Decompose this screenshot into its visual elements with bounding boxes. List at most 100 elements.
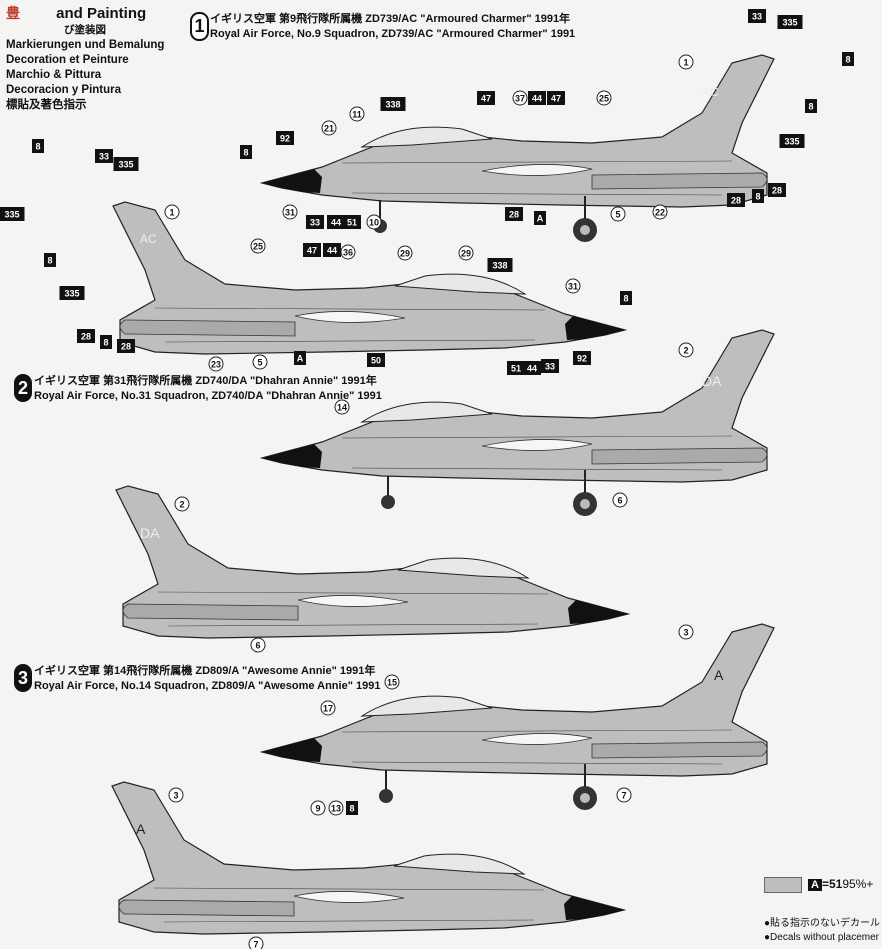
header-title: and Painting — [56, 5, 147, 22]
callout-label: 28 — [772, 186, 782, 196]
scheme-3-en: Royal Air Force, No.14 Squadron, ZD809/A… — [34, 680, 381, 692]
callout-label: 37 — [515, 94, 525, 104]
callout-label: 29 — [400, 249, 410, 259]
brand-logo: 豊 — [6, 5, 20, 21]
callout-circle — [349, 106, 365, 122]
color-legend: A=5195%+ — [764, 877, 873, 893]
callout-label: 22 — [655, 208, 665, 218]
callout-box — [367, 353, 385, 367]
s1-tail-code-b: AC — [140, 232, 157, 246]
callout-circle — [458, 245, 474, 261]
s2-tail-code-a: DA — [702, 373, 722, 389]
callout-label: 25 — [253, 242, 263, 252]
callout-circle — [565, 278, 581, 294]
callout-box — [541, 359, 559, 373]
header-line-fr: Decoration et Peinture — [6, 54, 129, 66]
callout-circle — [397, 245, 413, 261]
s2-aircraft-right-side: DA — [116, 486, 628, 638]
callout-label: 3 — [173, 791, 178, 801]
callout-label: 1 — [169, 208, 174, 218]
callout-label: 28 — [81, 332, 91, 342]
scheme-1-en: Royal Air Force, No.9 Squadron, ZD739/AC… — [210, 28, 576, 40]
callout-label: 8 — [808, 102, 813, 112]
callout-box — [59, 286, 85, 300]
s3-aircraft-right-side: A — [112, 782, 624, 934]
callout-label: 47 — [551, 94, 561, 104]
callout-circle — [310, 800, 326, 816]
s1-aircraft-right-side: AC — [113, 202, 625, 354]
s3-aircraft-left-side: A — [261, 623, 775, 811]
callout-circle — [248, 936, 264, 949]
callout-circle — [512, 90, 528, 106]
scheme-3-jp: イギリス空軍 第14飛行隊所属機 ZD809/A "Awesome Annie"… — [34, 665, 376, 677]
callout-circle — [168, 787, 184, 803]
callout-label: 44 — [331, 218, 341, 228]
callout-label: 23 — [211, 360, 221, 370]
callout-circle — [678, 54, 694, 70]
callout-box — [303, 243, 321, 257]
scheme-2-title: 2 イギリス空軍 第31飛行隊所属機 ZD740/DA "Dhahran Ann… — [14, 374, 382, 404]
callout-label: 11 — [352, 110, 362, 120]
header: 豊 and Painting び塗装図 Markierungen und Bem… — [6, 4, 164, 113]
callout-label: 28 — [121, 342, 131, 352]
callout-circle — [328, 800, 344, 816]
callout-label: 6 — [617, 496, 622, 506]
scheme-1-number: 1 — [190, 12, 209, 41]
callout-label: 8 — [845, 55, 850, 65]
callout-label: 6 — [255, 641, 260, 651]
callout-label: 47 — [481, 94, 491, 104]
header-line-de: Markierungen und Bemalung — [6, 39, 165, 51]
callout-box — [100, 335, 112, 349]
callout-label: A — [297, 354, 304, 364]
callout-circle — [334, 399, 350, 415]
note-line-jp: ●貼る指示のないデカール — [764, 918, 881, 929]
callout-label: 3 — [683, 628, 688, 638]
callout-label: 50 — [371, 356, 381, 366]
callout-box — [113, 157, 139, 171]
callout-box — [95, 149, 113, 163]
header-title-jp: び塗装図 — [64, 24, 106, 36]
callout-circle — [384, 674, 400, 690]
grey-swatch — [764, 877, 802, 893]
callout-label: 33 — [99, 152, 109, 162]
callout-circle — [282, 204, 298, 220]
callout-label: 7 — [621, 791, 626, 801]
callout-label: 8 — [47, 256, 52, 266]
callout-box — [507, 361, 525, 375]
callout-circle — [340, 244, 356, 260]
s3-tail-code-a: A — [714, 667, 724, 683]
callout-label: 2 — [683, 346, 688, 356]
callout-label: 335 — [118, 160, 133, 170]
callout-label: 5 — [257, 358, 262, 368]
callout-circle — [250, 637, 266, 653]
callout-circle — [320, 700, 336, 716]
callout-label: 14 — [337, 403, 347, 413]
callout-box — [477, 91, 495, 105]
callout-label: 8 — [103, 338, 108, 348]
callout-label: 15 — [387, 678, 397, 688]
scheme-3-number: 3 — [14, 664, 32, 692]
callout-circle — [652, 204, 668, 220]
header-line-cn: 標貼及著色指示 — [6, 99, 87, 111]
callout-circle — [174, 496, 190, 512]
callout-label: 28 — [509, 210, 519, 220]
callout-circle — [252, 354, 268, 370]
callout-label: 44 — [532, 94, 542, 104]
callout-box — [842, 52, 854, 66]
scheme-2-en: Royal Air Force, No.31 Squadron, ZD740/D… — [34, 390, 382, 402]
callout-box — [779, 134, 805, 148]
callout-box — [343, 215, 361, 229]
scheme-2-jp: イギリス空軍 第31飛行隊所属機 ZD740/DA "Dhahran Annie… — [34, 375, 377, 387]
callout-label: 338 — [492, 261, 507, 271]
callout-box — [727, 193, 745, 207]
callout-label: 335 — [64, 289, 79, 299]
callout-label: 8 — [243, 148, 248, 158]
callout-box — [32, 139, 44, 153]
callout-circle — [678, 342, 694, 358]
callout-label: 36 — [343, 248, 353, 258]
header-line-it: Marchio & Pittura — [6, 69, 102, 81]
callout-label: 21 — [324, 124, 334, 134]
callout-box — [306, 215, 324, 229]
